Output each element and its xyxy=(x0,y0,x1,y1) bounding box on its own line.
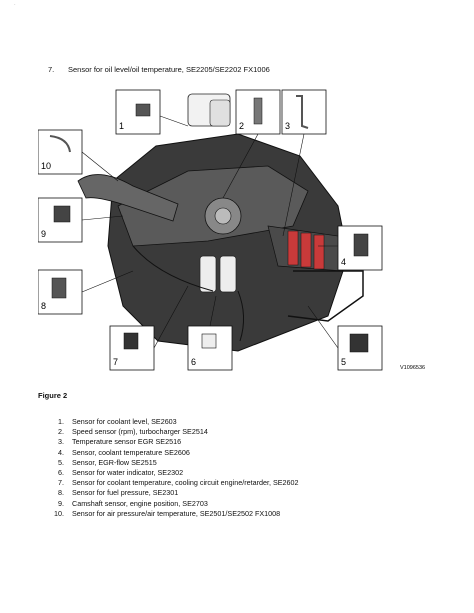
legend-number: 5. xyxy=(58,457,64,467)
callout-box-4: 4 xyxy=(337,225,383,271)
callout-number-2: 2 xyxy=(239,121,244,131)
leader-lines xyxy=(81,115,339,349)
legend-text: Sensor for coolant level, SE2603 xyxy=(72,417,177,426)
legend-number: 8. xyxy=(58,488,64,498)
callout-number-5: 5 xyxy=(341,357,346,367)
legend-text: Speed sensor (rpm), turbocharger SE2514 xyxy=(72,427,208,437)
callout-number-9: 9 xyxy=(41,229,46,239)
legend-item: 7. Sensor for coolant temperature, coolin… xyxy=(38,478,299,488)
legend-text: Sensor, coolant temperature SE2606 xyxy=(72,447,190,457)
legend-number: 7. xyxy=(58,478,64,488)
legend-number: 9. xyxy=(58,498,64,508)
legend-item: 8. Sensor for fuel pressure, SE2301 xyxy=(38,488,299,498)
legend-item: 2. Speed sensor (rpm), turbocharger SE251… xyxy=(38,427,299,437)
legend-item: 5. Sensor, EGR-flow SE2515 xyxy=(38,458,299,468)
legend-number: 4. xyxy=(58,447,64,457)
legend-item: 4. Sensor, coolant temperature SE2606 xyxy=(38,448,299,458)
legend-text: Camshaft sensor, engine position, SE2703 xyxy=(72,498,208,508)
callout-number-3: 3 xyxy=(285,121,290,131)
engine-drawing xyxy=(77,93,364,352)
callout-box-7: 7 xyxy=(109,325,155,371)
legend-number: 2. xyxy=(58,427,64,437)
engine-illustration: 1 2 3 4 5 6 7 xyxy=(38,89,425,371)
callout-box-9: 9 xyxy=(38,197,83,243)
callout-number-6: 6 xyxy=(191,357,196,367)
callout-box-3: 3 xyxy=(281,89,327,135)
legend-number: 3. xyxy=(58,437,64,447)
legend-number: 10. xyxy=(54,508,64,518)
top-item-text: Sensor for oil level/oil temperature, SE… xyxy=(68,65,270,74)
legend-text: Temperature sensor EGR SE2516 xyxy=(72,437,182,447)
callout-number-4: 4 xyxy=(341,257,346,267)
callout-box-10: 10 xyxy=(38,129,83,175)
callout-box-5: 5 xyxy=(337,325,383,371)
callout-box-8: 8 xyxy=(38,269,83,315)
legend-item: 9. Camshaft sensor, engine position, SE27… xyxy=(38,499,299,509)
legend-item: 6. Sensor for water indicator, SE2302 xyxy=(38,468,299,478)
callout-box-2: 2 xyxy=(235,89,281,135)
callout-number-1: 1 xyxy=(119,121,124,131)
legend-text: Sensor for air pressure/air temperature,… xyxy=(72,508,281,518)
image-code: V1096536 xyxy=(400,365,425,371)
legend-item: 3. Temperature sensor EGR SE2516 xyxy=(38,437,299,447)
callout-number-10: 10 xyxy=(41,161,51,171)
callout-number-7: 7 xyxy=(113,357,118,367)
legend-item: 10. Sensor for air pressure/air temperatu… xyxy=(38,509,299,519)
figure-legend: 1. Sensor for coolant level, SE2603 2. Spe… xyxy=(38,417,299,519)
legend-number: 6. xyxy=(58,468,64,478)
callout-box-6: 6 xyxy=(187,325,233,371)
legend-text: Sensor for coolant temperature, cooling … xyxy=(72,478,299,488)
engine-sensor-figure: 1 2 3 4 5 6 7 xyxy=(38,86,433,376)
legend-number: 1. xyxy=(58,417,64,426)
header-mark: · xyxy=(14,2,16,8)
legend-text: Sensor for water indicator, SE2302 xyxy=(72,468,184,478)
callout-box-1: 1 xyxy=(115,89,161,135)
top-item-number: 7. xyxy=(48,65,55,74)
callout-number-8: 8 xyxy=(41,301,46,311)
top-list-item: 7. Sensor for oil level/oil temperature, … xyxy=(48,65,270,74)
legend-item: 1. Sensor for coolant level, SE2603 xyxy=(38,417,299,427)
legend-text: Sensor for fuel pressure, SE2301 xyxy=(72,488,179,498)
legend-text: Sensor, EGR-flow SE2515 xyxy=(72,457,157,467)
figure-caption: Figure 2 xyxy=(38,391,68,400)
